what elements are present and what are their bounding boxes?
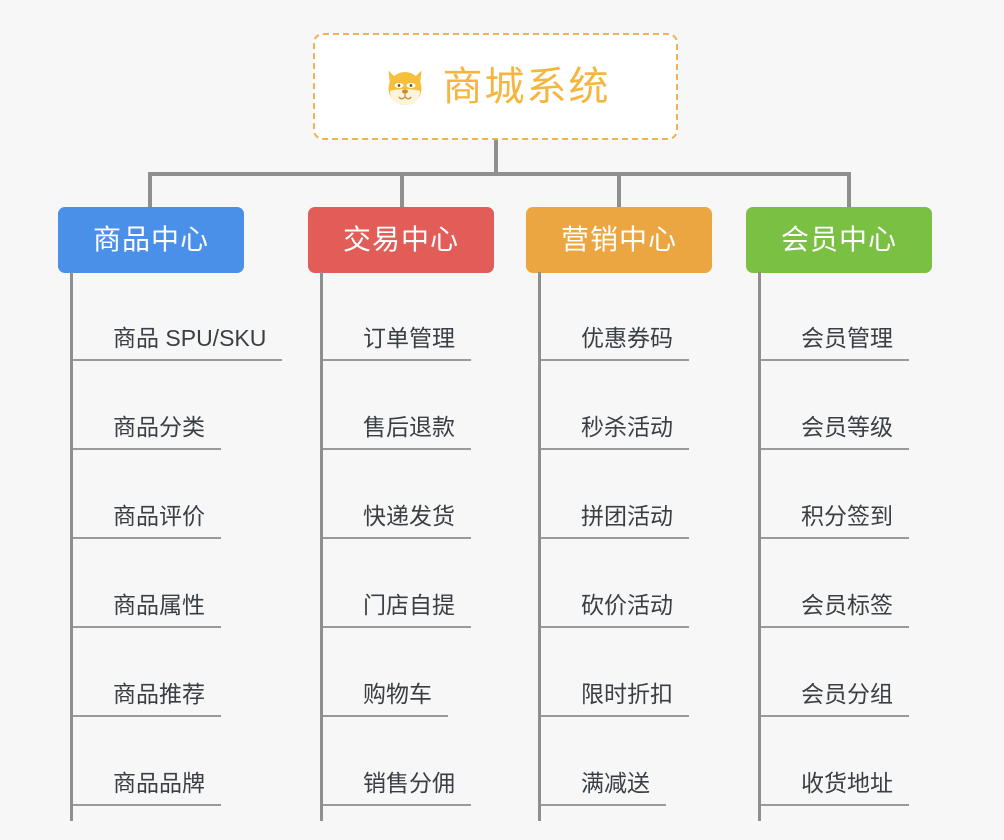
leaf-spine-1: [320, 272, 323, 821]
leaf-item-2-1[interactable]: 秒杀活动: [541, 361, 689, 450]
leaf-label-3-2: 积分签到: [761, 505, 909, 539]
category-box-0[interactable]: 商品中心: [58, 207, 244, 273]
leaf-item-1-0[interactable]: 订单管理: [323, 272, 471, 361]
leaf-item-2-2[interactable]: 拼团活动: [541, 450, 689, 539]
leaf-item-0-1[interactable]: 商品分类: [73, 361, 221, 450]
leaf-item-2-5[interactable]: 满减送: [541, 717, 666, 806]
leaf-item-3-0[interactable]: 会员管理: [761, 272, 909, 361]
leaf-label-1-1: 售后退款: [323, 416, 471, 450]
leaf-label-1-5: 销售分佣: [323, 772, 471, 806]
leaf-item-3-4[interactable]: 会员分组: [761, 628, 909, 717]
connector-horizontal-bus: [148, 172, 851, 176]
leaf-spine-2: [538, 272, 541, 821]
leaf-label-3-1: 会员等级: [761, 416, 909, 450]
leaf-item-0-4[interactable]: 商品推荐: [73, 628, 221, 717]
category-box-3[interactable]: 会员中心: [746, 207, 932, 273]
leaf-item-1-3[interactable]: 门店自提: [323, 539, 471, 628]
leaf-label-2-4: 限时折扣: [541, 683, 689, 717]
leaf-label-0-3: 商品属性: [73, 594, 221, 628]
leaf-label-0-0: 商品 SPU/SKU: [73, 327, 283, 361]
leaf-item-0-2[interactable]: 商品评价: [73, 450, 221, 539]
leaf-spine-3: [758, 272, 761, 821]
leaf-item-0-3[interactable]: 商品属性: [73, 539, 221, 628]
leaf-label-2-0: 优惠券码: [541, 327, 689, 361]
category-label-3: 会员中心: [780, 224, 897, 255]
leaf-label-0-5: 商品品牌: [73, 772, 221, 806]
dog-face-icon: [381, 63, 429, 111]
leaf-item-1-2[interactable]: 快递发货: [323, 450, 471, 539]
leaf-label-3-0: 会员管理: [761, 327, 909, 361]
category-label-1: 交易中心: [342, 224, 459, 255]
leaf-item-3-1[interactable]: 会员等级: [761, 361, 909, 450]
category-box-2[interactable]: 营销中心: [526, 207, 712, 273]
leaf-item-1-1[interactable]: 售后退款: [323, 361, 471, 450]
connector-root-stem: [494, 140, 498, 174]
leaf-item-2-0[interactable]: 优惠券码: [541, 272, 689, 361]
connector-drop-3: [617, 172, 621, 208]
leaf-label-3-4: 会员分组: [761, 683, 909, 717]
root-node[interactable]: 商城系统: [313, 33, 678, 140]
leaf-label-3-3: 会员标签: [761, 594, 909, 628]
leaf-label-0-4: 商品推荐: [73, 683, 221, 717]
category-label-2: 营销中心: [560, 224, 677, 255]
leaf-item-3-2[interactable]: 积分签到: [761, 450, 909, 539]
leaf-item-0-5[interactable]: 商品品牌: [73, 717, 221, 806]
leaf-spine-0: [70, 272, 73, 821]
leaf-label-2-5: 满减送: [541, 772, 666, 806]
leaf-label-1-4: 购物车: [323, 683, 448, 717]
leaf-item-1-4[interactable]: 购物车: [323, 628, 448, 717]
leaf-label-3-5: 收货地址: [761, 772, 909, 806]
root-title: 商城系统: [442, 64, 611, 109]
leaf-item-2-4[interactable]: 限时折扣: [541, 628, 689, 717]
leaf-label-1-0: 订单管理: [323, 327, 471, 361]
leaf-item-2-3[interactable]: 砍价活动: [541, 539, 689, 628]
category-box-1[interactable]: 交易中心: [308, 207, 494, 273]
leaf-label-2-3: 砍价活动: [541, 594, 689, 628]
leaf-label-2-2: 拼团活动: [541, 505, 689, 539]
leaf-item-3-3[interactable]: 会员标签: [761, 539, 909, 628]
connector-drop-2: [400, 172, 404, 208]
connector-drop-4: [847, 172, 851, 208]
leaf-label-0-1: 商品分类: [73, 416, 221, 450]
leaf-label-1-2: 快递发货: [323, 505, 471, 539]
category-label-0: 商品中心: [92, 224, 209, 255]
leaf-label-2-1: 秒杀活动: [541, 416, 689, 450]
leaf-label-1-3: 门店自提: [323, 594, 471, 628]
leaf-item-0-0[interactable]: 商品 SPU/SKU: [73, 272, 283, 361]
connector-drop-1: [148, 172, 152, 208]
leaf-item-3-5[interactable]: 收货地址: [761, 717, 909, 806]
leaf-item-1-5[interactable]: 销售分佣: [323, 717, 471, 806]
leaf-label-0-2: 商品评价: [73, 505, 221, 539]
